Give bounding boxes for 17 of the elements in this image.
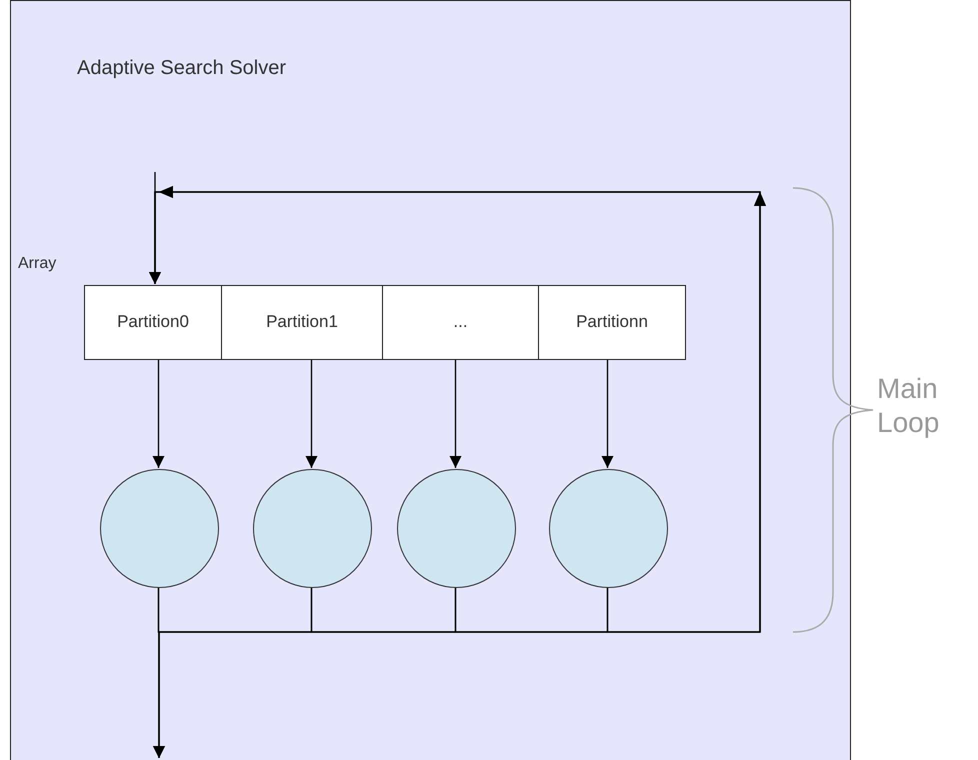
partition-label: Partition0 [116, 312, 190, 332]
partition-cell [538, 285, 686, 360]
partition-label: ... [452, 312, 469, 332]
partition-cell [84, 285, 222, 360]
arrow [306, 359, 318, 468]
arrow [152, 359, 164, 468]
array-label: Array [18, 255, 56, 273]
partition-label: Partition1 [265, 312, 339, 332]
partition-cell [382, 285, 539, 360]
arrow [153, 587, 608, 758]
solver-panel [10, 0, 851, 760]
partition-label: Partitionn [575, 312, 649, 332]
panel-heading: Adaptive Search Solver [77, 57, 286, 80]
partition-cell [221, 285, 383, 360]
arrow [450, 359, 462, 468]
bracket-label: Main Loop [877, 372, 940, 440]
arrow [602, 359, 614, 468]
